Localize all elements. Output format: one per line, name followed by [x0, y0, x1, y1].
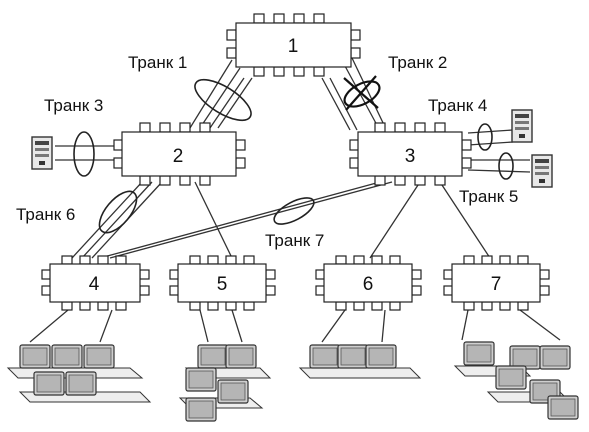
switch-3: 3	[349, 122, 472, 186]
monitor-icon	[309, 344, 341, 369]
monitor-icon	[19, 344, 51, 369]
switch-2-label: 2	[173, 146, 184, 167]
monitor-icon	[365, 344, 397, 369]
server-left-icon	[31, 136, 53, 170]
switch-1-label: 1	[288, 36, 299, 57]
trunk-ellipses	[73, 78, 514, 234]
trunk-5-label: Транк 5	[459, 187, 518, 206]
server-right-bottom-icon	[531, 154, 553, 188]
trunk-2-label: Транк 2	[388, 53, 447, 72]
switch-7-label: 7	[491, 274, 502, 295]
monitor-icon	[547, 395, 579, 420]
monitor-icon	[65, 371, 97, 396]
monitor-icon	[337, 344, 369, 369]
monitor-icon	[217, 379, 249, 404]
trunk-4-label: Транк 4	[428, 96, 487, 115]
monitor-icon	[185, 397, 217, 422]
switch-1: 1	[226, 13, 361, 77]
trunk-1-label: Транк 1	[128, 53, 187, 72]
switch-5-label: 5	[217, 274, 228, 295]
switch-7: 7	[443, 255, 550, 311]
monitor-icon	[495, 365, 527, 390]
monitor-icon	[83, 344, 115, 369]
server-right-top-icon	[511, 109, 533, 143]
monitor-icon	[51, 344, 83, 369]
switch-5: 5	[169, 255, 276, 311]
trunk-3-label: Транк 3	[44, 96, 103, 115]
monitor-icon	[225, 344, 257, 369]
monitor-icon	[463, 341, 495, 366]
switch-6-label: 6	[363, 274, 374, 295]
monitor-icon	[33, 371, 65, 396]
switch-3-label: 3	[405, 146, 416, 167]
switch-6: 6	[315, 255, 422, 311]
switch-4-label: 4	[89, 274, 100, 295]
trunk-6-label: Транк 6	[16, 205, 75, 224]
monitor-icon	[185, 367, 217, 392]
workstations-switch-7	[453, 341, 579, 420]
monitor-icon	[539, 345, 571, 370]
workstations-switch-5	[178, 344, 272, 422]
trunk-7-label: Транк 7	[265, 231, 324, 250]
switch-4: 4	[41, 255, 150, 311]
monitor-icon	[197, 344, 229, 369]
trunk-2-blocked-mark	[343, 75, 381, 111]
switch-2: 2	[113, 122, 246, 186]
workstations-switch-4	[6, 344, 152, 403]
workstations-switch-6	[298, 344, 422, 379]
